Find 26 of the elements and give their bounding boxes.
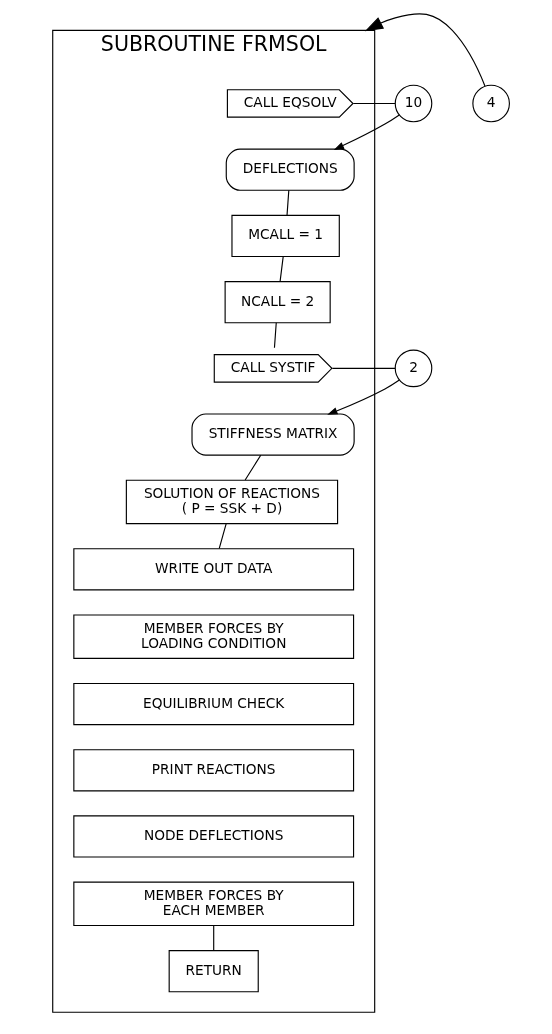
connector — [244, 454, 261, 480]
node-circle: 2 — [394, 349, 432, 387]
node-box: MCALL = 1 — [230, 214, 340, 257]
connector — [273, 321, 277, 348]
node-box: MEMBER FORCES BY EACH MEMBER — [72, 881, 354, 926]
node-circle: 10 — [394, 84, 432, 122]
node-box: MEMBER FORCES BY LOADING CONDITION — [72, 613, 354, 659]
node-box: NCALL = 2 — [224, 280, 331, 323]
node-box: SOLUTION OF REACTIONS ( P = SSK + D) — [125, 479, 338, 524]
node-box: RETURN — [168, 949, 259, 992]
arrow — [333, 113, 400, 150]
connector — [331, 367, 396, 369]
node-box: NODE DEFLECTIONS — [72, 814, 354, 858]
connector — [352, 102, 396, 104]
connector — [285, 189, 289, 216]
node-box: PRINT REACTIONS — [72, 748, 354, 791]
node-box: EQUILIBRIUM CHECK — [72, 682, 354, 725]
node-box: STIFFNESS MATRIX — [190, 412, 355, 456]
arrow — [364, 12, 486, 87]
connector — [218, 522, 227, 549]
node-box: DEFLECTIONS — [225, 148, 355, 191]
arrow — [326, 378, 400, 415]
node-box: WRITE OUT DATA — [72, 547, 354, 590]
connector — [212, 924, 214, 951]
node-circle: 4 — [471, 84, 510, 122]
connector — [279, 255, 284, 282]
